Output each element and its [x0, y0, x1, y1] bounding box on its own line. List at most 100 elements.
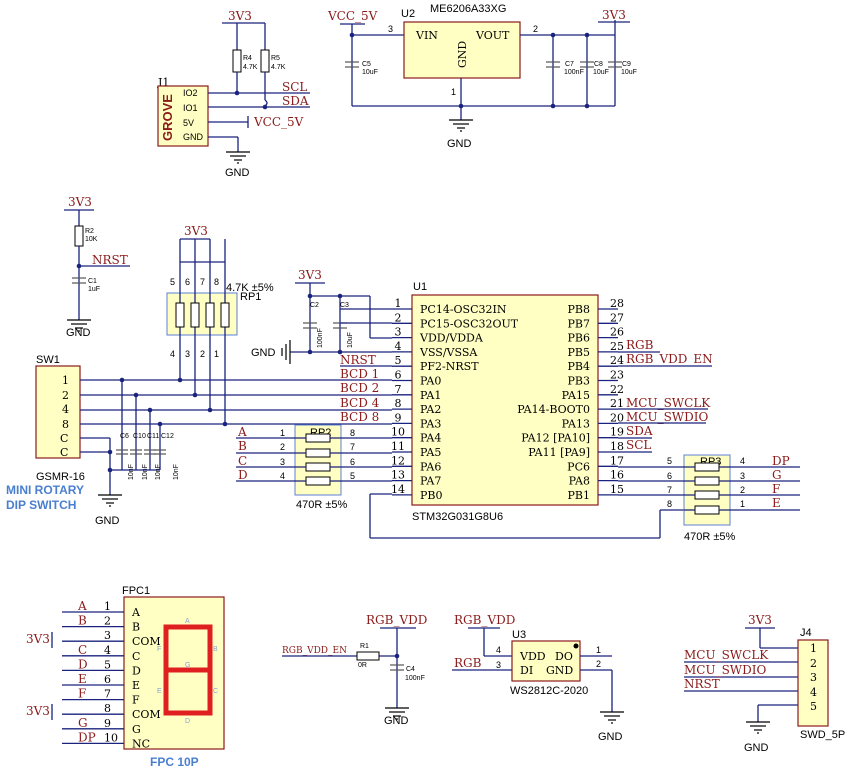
- u3-rgb: RGB: [454, 656, 482, 670]
- r4-ref: R4: [243, 55, 252, 62]
- fpc-pin-name: G: [132, 723, 141, 736]
- rp2-p5: 5: [350, 471, 355, 481]
- rc-gnd: GND: [66, 327, 91, 339]
- u1-pin-num: 14: [391, 483, 405, 496]
- rp1-val: 4.7K ±5%: [226, 282, 274, 294]
- j1-pin-5v: 5V: [183, 118, 194, 128]
- rc-3v3: 3V3: [68, 195, 92, 209]
- u1-pin-num: 28: [610, 297, 624, 310]
- rp1-p6: 6: [185, 277, 190, 287]
- net-scl: SCL: [282, 80, 307, 94]
- u2-part: ME6206A33XG: [430, 3, 506, 15]
- fpc-pin-name: C: [132, 650, 140, 663]
- j1-box: [157, 85, 209, 147]
- u1-pin-num: 3: [395, 326, 402, 339]
- rp1-p7: 7: [200, 277, 205, 287]
- fpc-pin-name: E: [132, 679, 140, 692]
- r2-ref: R2: [85, 228, 94, 235]
- rgb-vdd-block: RGB_VDD R1 0R RGB_VDD_EN C4 100nF GND: [282, 613, 427, 727]
- u1-decoupling: 3V3 C2 C3 100nF 10uF GND: [251, 268, 392, 364]
- u3-do: DO: [555, 650, 573, 663]
- sw1-part: GSMR-16: [36, 471, 85, 483]
- j1-block: 3V3 R4 4.7K R5 4.7K J1 GROVE IO2 IO1 5V …: [157, 9, 310, 179]
- u1-pin-num: 21: [610, 397, 624, 410]
- u1-sda: SDA: [626, 424, 653, 438]
- net-3v3: 3V3: [228, 9, 252, 23]
- u1-pin-num: 25: [610, 340, 624, 353]
- rp1-p4: 4: [170, 349, 175, 359]
- u3-p2: 2: [596, 659, 601, 669]
- sw1-p2: 2: [62, 389, 69, 402]
- u1-pin-name: PB7: [568, 317, 590, 330]
- u3-rgbvdd: RGB_VDD: [454, 613, 515, 627]
- u1-pin-name: PA11 [PA9]: [528, 446, 590, 459]
- rp3-net-f: F: [772, 482, 780, 496]
- rp2-net-c: C: [238, 454, 247, 468]
- rp3-net-e: E: [772, 496, 781, 510]
- net-sda: SDA: [282, 94, 309, 108]
- seg-g: G: [185, 662, 190, 669]
- seg-e: E: [157, 688, 162, 695]
- u1-pin-num: 10: [391, 426, 405, 439]
- j1-pin-io1: IO1: [183, 103, 198, 113]
- u3-block: RGB_VDD RGB 4 3 U3 VDD DI DO GND WS2812C…: [452, 613, 624, 743]
- u1-pin-name: PA1: [420, 389, 441, 402]
- rp3-p7: 7: [667, 485, 672, 495]
- sw1-block: SW1 1 2 4 8 C C GSMR-16 MINI ROTARY DIP …: [6, 354, 392, 527]
- rp3-p8: 8: [667, 499, 672, 509]
- c7-val: 100nF: [564, 69, 584, 76]
- fpc-net: G: [78, 716, 88, 730]
- u2-block: VCC_5V C5 10uF 3 U2 ME6206A33XG VIN VOUT…: [327, 3, 637, 150]
- j4-swdio: MCU_SWDIO: [684, 663, 766, 677]
- u1-box: [411, 294, 599, 506]
- sw1-p8: 8: [62, 418, 69, 431]
- u2-gnd: GND: [456, 41, 469, 68]
- dec-gnd: GND: [251, 347, 276, 359]
- rp2-p7: 7: [350, 442, 355, 452]
- c9-ref: C9: [622, 61, 631, 68]
- rp1-p2: 2: [200, 349, 205, 359]
- u2-vout: VOUT: [475, 29, 510, 42]
- u2-ref: U2: [401, 8, 415, 20]
- u3-vdd: VDD: [519, 650, 546, 663]
- fpc-pin-num: 1: [104, 600, 111, 613]
- u1-pin-name: PB0: [420, 489, 442, 502]
- u2-pin3: 3: [388, 24, 393, 34]
- u1-bcd8: BCD 8: [340, 410, 379, 424]
- c6-ref: C6: [120, 433, 129, 440]
- u1-ref: U1: [413, 281, 427, 293]
- c4-val: 100nF: [405, 675, 425, 682]
- u1-pin-num: 2: [395, 311, 402, 324]
- j4-swclk: MCU_SWCLK: [684, 648, 769, 662]
- u2-gnd-label: GND: [447, 138, 472, 150]
- sw1-gnd: GND: [95, 515, 120, 527]
- u2-3v3: 3V3: [602, 8, 626, 22]
- u1-pin-num: 23: [610, 369, 624, 382]
- u1-pin-num: 22: [610, 383, 624, 396]
- c10-ref: C10: [133, 433, 146, 440]
- rp2-p2: 2: [280, 442, 285, 452]
- r4-body: [232, 49, 242, 73]
- u3-p1: 1: [596, 645, 601, 655]
- u1-right-pins: 28PB827PB726PB625PB524PB423PB322PA1521PA…: [517, 297, 624, 502]
- u1-pin-name: PA2: [420, 403, 441, 416]
- c4-ref: C4: [406, 666, 415, 673]
- seg-f: F: [157, 646, 161, 653]
- r5-ref: R5: [271, 55, 280, 62]
- u1-pin-num: 27: [610, 311, 624, 324]
- fpc-net: A: [77, 599, 87, 613]
- rp3-p6: 6: [667, 471, 672, 481]
- u1-rgb-vdd-en: RGB_VDD_EN: [626, 352, 713, 366]
- u1-pin-num: 5: [395, 354, 402, 367]
- u1-pin-name: PA12 [PA10]: [521, 432, 590, 445]
- u1-scl: SCL: [626, 438, 651, 452]
- c12-val: 10nF: [173, 464, 180, 480]
- u1-nrst: NRST: [340, 353, 376, 367]
- j4-p1: 1: [810, 642, 817, 655]
- rp2-net-b: B: [238, 439, 247, 453]
- fpc-net: E: [78, 672, 87, 686]
- fpc-pin-num: 6: [104, 673, 111, 686]
- u1-pin-num: 24: [610, 354, 624, 367]
- fpc-3v3-a: 3V3: [26, 632, 50, 646]
